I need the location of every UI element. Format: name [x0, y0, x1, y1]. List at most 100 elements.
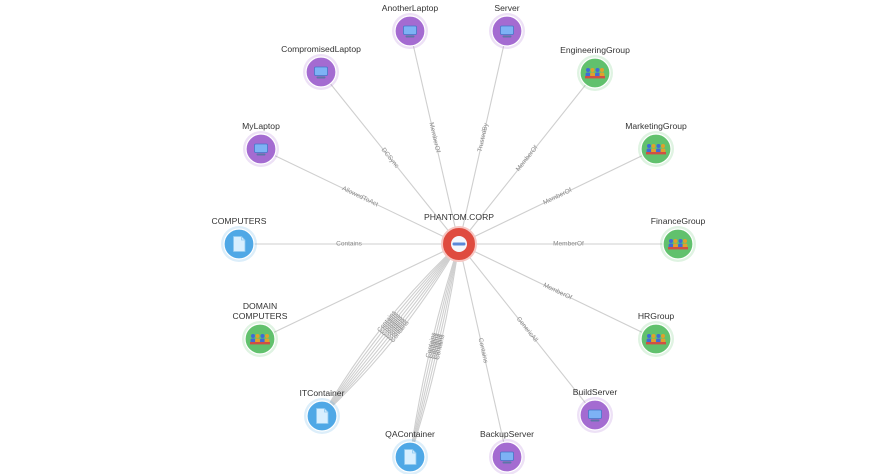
user-head-icon [600, 68, 604, 72]
node-label-itcontainer-1: ITContainer [300, 388, 345, 398]
edge-domain-computers[interactable] [259, 243, 460, 340]
group-node-circle [640, 323, 672, 355]
edge-label-anotherlaptop: MemberOf [427, 122, 441, 154]
node-label-financegroup-1: FinanceGroup [651, 216, 706, 226]
edge-itcontainer-6[interactable] [321, 243, 460, 417]
monitor-base-icon [256, 153, 266, 156]
edge-qacontainer-1[interactable] [409, 243, 460, 458]
edge-itcontainer-2[interactable] [321, 243, 460, 417]
computer-icon [314, 66, 328, 79]
user-head-icon [651, 334, 656, 338]
node-label-hrgroup-1: HRGroup [638, 311, 675, 321]
monitor-screen-icon [500, 451, 514, 461]
node-financegroup[interactable] [660, 226, 696, 262]
edge-label-buildserver: GenericAll [515, 316, 539, 344]
node-computers[interactable] [221, 226, 257, 262]
edge-itcontainer-3[interactable] [321, 243, 460, 417]
edge-itcontainer-7[interactable] [321, 243, 460, 417]
edge-label-marketinggroup: MemberOf [542, 187, 573, 207]
node-marketinggroup[interactable] [638, 131, 674, 167]
edge-itcontainer-5[interactable] [321, 243, 460, 417]
user-head-icon [673, 239, 678, 243]
monitor-base-icon [590, 419, 600, 422]
group-band-icon [646, 152, 666, 155]
user-head-icon [251, 334, 255, 338]
node-domain-computers[interactable] [242, 321, 278, 357]
edge-anotherlaptop[interactable] [409, 30, 460, 245]
node-buildserver[interactable] [577, 397, 613, 433]
document-icon [404, 449, 417, 465]
node-label-buildserver-1: BuildServer [573, 387, 618, 397]
users-group-icon [646, 334, 666, 345]
node-qacontainer[interactable] [392, 439, 428, 474]
node-server[interactable] [489, 13, 525, 49]
document-fold-icon [324, 408, 328, 413]
document-sheet-icon [316, 408, 329, 424]
edge-marketinggroup[interactable] [458, 148, 657, 245]
root-domain-node[interactable] [441, 226, 477, 262]
node-compromisedlaptop[interactable] [303, 54, 339, 90]
user-head-icon [678, 239, 683, 243]
user-head-icon [656, 334, 661, 338]
document-fold-icon [241, 236, 245, 241]
user-head-icon [595, 68, 600, 72]
document-fold-icon [412, 449, 416, 454]
document-sheet-icon [233, 236, 246, 252]
edge-engineeringgroup[interactable] [458, 72, 596, 245]
monitor-base-icon [502, 35, 512, 38]
node-hrgroup[interactable] [638, 321, 674, 357]
user-head-icon [661, 334, 665, 338]
root-domain-label: PHANTOM.CORP [424, 212, 494, 222]
edge-hrgroup[interactable] [458, 243, 657, 340]
edge-label-computers: Contains [336, 241, 362, 248]
monitor-screen-icon [254, 143, 268, 153]
edge-qacontainer-5[interactable] [409, 243, 460, 458]
computer-icon [403, 25, 417, 38]
edge-compromisedlaptop[interactable] [320, 71, 460, 245]
user-head-icon [590, 68, 595, 72]
users-group-icon [668, 239, 688, 250]
node-engineeringgroup[interactable] [577, 55, 613, 91]
users-group-icon [585, 68, 605, 79]
node-label-mylaptop-1: MyLaptop [242, 121, 280, 131]
monitor-screen-icon [403, 25, 417, 35]
node-mylaptop[interactable] [243, 131, 279, 167]
edge-itcontainer-1[interactable] [321, 243, 460, 417]
edge-qacontainer-2[interactable] [409, 243, 460, 458]
user-head-icon [265, 334, 269, 338]
edge-mylaptop[interactable] [260, 148, 460, 245]
users-group-icon [250, 334, 270, 345]
edge-server[interactable] [458, 30, 508, 245]
node-label-backupserver-1: BackupServer [480, 429, 534, 439]
edge-label-engineeringgroup: MemberOf [515, 144, 540, 173]
node-label-engineeringgroup-1: EngineeringGroup [560, 45, 630, 55]
node-backupserver[interactable] [489, 439, 525, 474]
node-label-anotherlaptop-1: AnotherLaptop [382, 3, 439, 13]
node-itcontainer[interactable] [304, 398, 340, 434]
document-icon [316, 408, 329, 424]
user-head-icon [260, 334, 265, 338]
edge-qacontainer-3[interactable] [409, 243, 460, 458]
user-head-icon [647, 144, 651, 148]
node-label-server-1: Server [494, 3, 519, 13]
domain-icon [451, 236, 467, 252]
group-node-circle [244, 323, 276, 355]
edge-label-hrgroup: MemberOf [542, 282, 573, 302]
document-icon [233, 236, 246, 252]
monitor-base-icon [316, 76, 326, 79]
edge-buildserver[interactable] [458, 243, 596, 416]
document-sheet-icon [404, 449, 417, 465]
computer-icon [500, 25, 514, 38]
group-node-circle [579, 57, 611, 89]
group-band-icon [668, 247, 688, 250]
edge-qacontainer-4[interactable] [409, 243, 460, 458]
node-anotherlaptop[interactable] [392, 13, 428, 49]
user-head-icon [586, 68, 590, 72]
edge-backupserver[interactable] [458, 243, 508, 458]
edge-itcontainer-4[interactable] [321, 243, 460, 417]
computer-icon [500, 451, 514, 464]
monitor-screen-icon [500, 25, 514, 35]
domain-bar-icon [452, 242, 466, 246]
group-node-circle [662, 228, 694, 260]
